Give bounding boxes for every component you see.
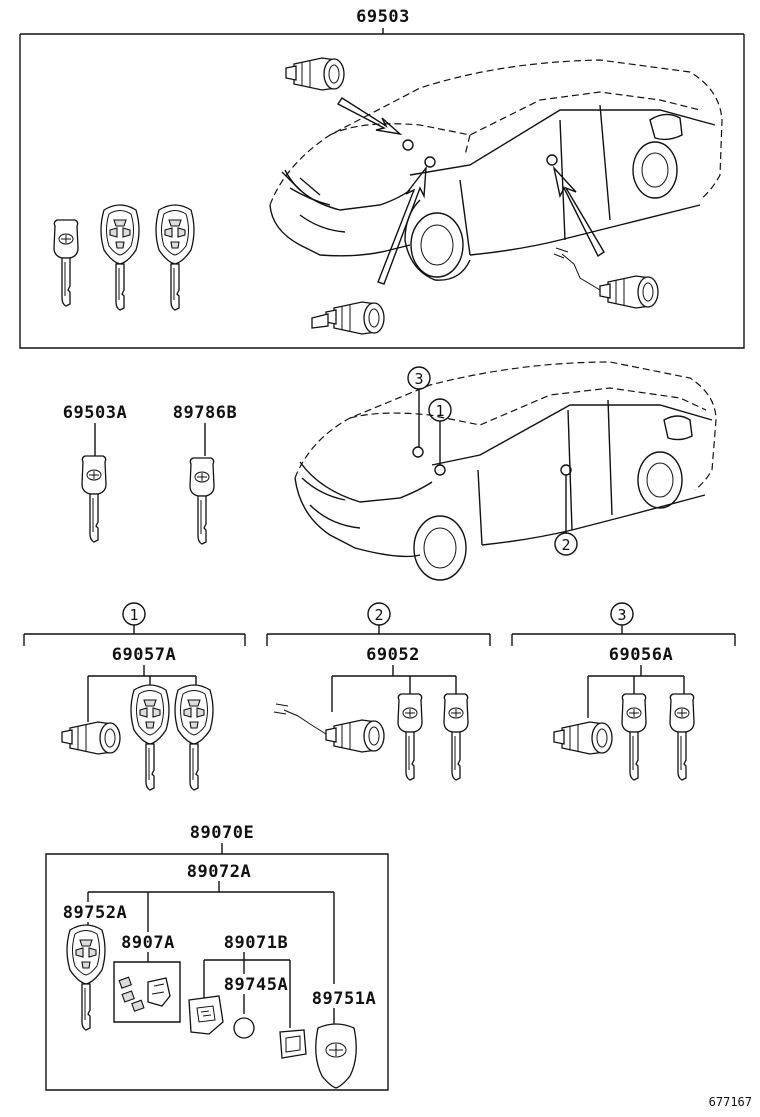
circuit-board xyxy=(118,976,171,1012)
callout-1-car: 1 xyxy=(428,398,452,465)
svg-text:2: 2 xyxy=(374,606,383,624)
car-illustration-top xyxy=(269,59,723,281)
battery-cell xyxy=(233,1017,255,1039)
group3-key-1 xyxy=(621,693,647,781)
transmitter-set: 89070E 89072A 89752A 8907A 89071B 89745A xyxy=(45,823,389,1091)
callout-3-car: 3 xyxy=(407,366,431,447)
group2-key-1 xyxy=(397,693,423,781)
cylinder-bottom-left xyxy=(311,301,385,335)
svg-text:3: 3 xyxy=(617,606,626,624)
label-group-3: 69056A xyxy=(609,645,673,665)
key-remote-top-2 xyxy=(155,204,195,311)
group1-key-1 xyxy=(130,684,170,791)
group-3: 3 69056A xyxy=(511,602,736,781)
remote-key-blade xyxy=(66,924,106,1031)
cylinder-top-left xyxy=(285,57,345,91)
group2-key-2 xyxy=(443,693,469,781)
label-key-a: 69503A xyxy=(63,403,127,423)
group1-key-2 xyxy=(174,684,214,791)
arrow-pointers-top xyxy=(336,97,605,285)
label-key-b: 89786B xyxy=(173,403,237,423)
case-half xyxy=(188,995,224,1035)
label-transmitter: 89072A xyxy=(187,862,251,882)
svg-text:1: 1 xyxy=(435,402,444,420)
door-lock-cylinder-right xyxy=(553,247,659,309)
label-key-blade: 89752A xyxy=(63,903,127,923)
key-69503a xyxy=(81,455,107,543)
label-group-1: 69057A xyxy=(112,645,176,665)
car-illustration-middle xyxy=(294,361,717,581)
remote-cover xyxy=(315,1023,357,1089)
key-remote-top-1 xyxy=(100,204,140,311)
group-1: 1 69057A xyxy=(23,602,246,791)
key-89786b xyxy=(189,457,215,545)
label-board: 8907A xyxy=(121,933,175,953)
diagram-reference-code: 677167 xyxy=(709,1095,752,1109)
callout-2-car: 2 xyxy=(554,475,578,556)
group2-door-cylinder xyxy=(273,703,385,753)
label-cover: 89751A xyxy=(312,989,376,1009)
group3-cylinder xyxy=(553,721,613,755)
label-group-2: 69052 xyxy=(366,645,420,665)
case-clip xyxy=(279,1029,307,1059)
label-case: 89071B xyxy=(224,933,288,953)
label-set: 89070E xyxy=(190,823,254,843)
label-battery: 89745A xyxy=(224,975,288,995)
group1-cylinder xyxy=(61,721,121,755)
group-2: 2 69052 xyxy=(266,602,491,781)
svg-text:1: 1 xyxy=(129,606,138,624)
key-plain-top xyxy=(53,219,79,307)
svg-text:3: 3 xyxy=(414,370,423,388)
group3-key-2 xyxy=(669,693,695,781)
label-main-part: 69503 xyxy=(356,7,410,27)
svg-text:2: 2 xyxy=(561,536,570,554)
